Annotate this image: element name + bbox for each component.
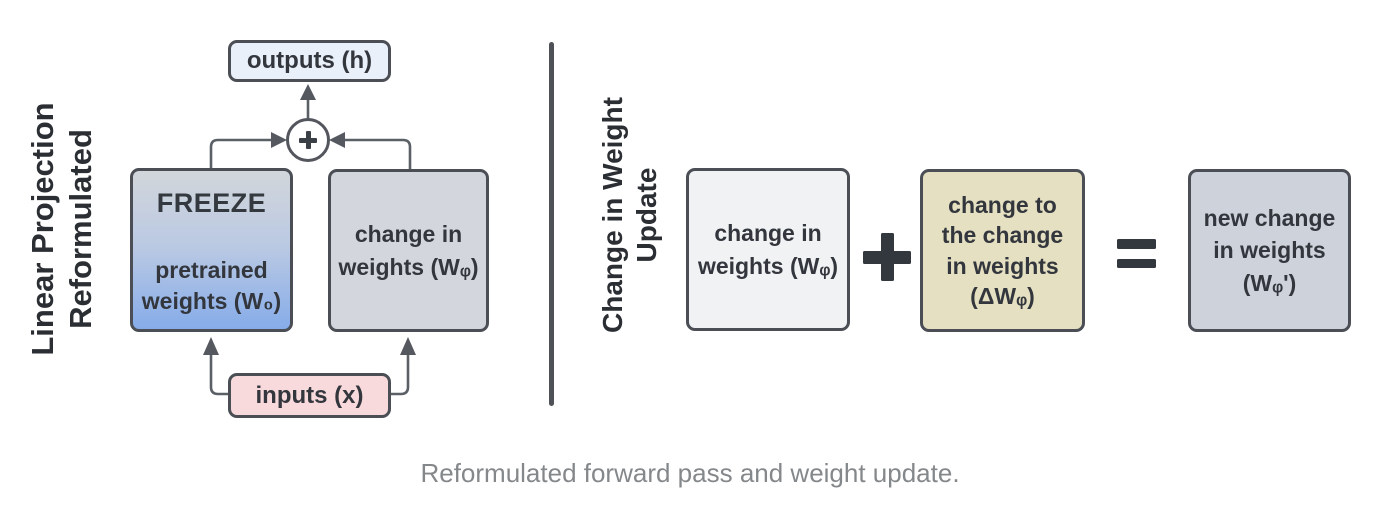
plus-icon bbox=[306, 131, 311, 149]
outputs-box: outputs (h) bbox=[228, 40, 391, 82]
arrow-freeze-to-sum-line bbox=[209, 138, 271, 168]
inputs-label: inputs (x) bbox=[255, 381, 364, 409]
panel-divider bbox=[549, 42, 554, 406]
new-change-label: new change in weights (Wᵩ') bbox=[1203, 205, 1336, 296]
freeze-label: FREEZE bbox=[156, 188, 267, 218]
change-in-weights-term-label: change in weights (Wᵩ) bbox=[697, 220, 839, 279]
pretrained-weights-box: FREEZE pretrained weights (W₀) bbox=[130, 168, 293, 332]
equals-icon bbox=[1117, 258, 1156, 268]
change-in-weights-box: change in weights (Wᵩ) bbox=[328, 169, 489, 332]
right-panel-title: Change in Weight Update bbox=[597, 97, 663, 333]
equals-operator-icon bbox=[1117, 239, 1156, 268]
arrowhead-right-sum bbox=[271, 132, 287, 148]
change-to-change-box: change to the change in weights (ΔWᵩ) bbox=[920, 169, 1085, 332]
plus-icon bbox=[880, 233, 894, 281]
plus-operator-icon bbox=[863, 233, 911, 281]
arrow-inputs-to-change-line bbox=[390, 354, 410, 396]
pretrained-weights-label: pretrained weights (W₀) bbox=[141, 256, 282, 314]
figure-caption: Reformulated forward pass and weight upd… bbox=[420, 458, 960, 488]
arrow-change-to-sum-line bbox=[345, 138, 412, 170]
new-change-box: new change in weights (Wᵩ') bbox=[1188, 169, 1351, 332]
arrowhead-up-change bbox=[400, 337, 416, 355]
change-to-change-label: change to the change in weights (ΔWᵩ) bbox=[941, 191, 1064, 309]
sum-node bbox=[286, 118, 330, 162]
arrowhead-up-freeze bbox=[203, 337, 219, 355]
arrowhead-up-outputs bbox=[300, 84, 316, 100]
arrow-inputs-to-freeze-line bbox=[209, 354, 229, 396]
inputs-box: inputs (x) bbox=[228, 373, 391, 418]
outputs-label: outputs (h) bbox=[246, 47, 373, 74]
change-in-weights-label: change in weights (Wᵩ) bbox=[338, 221, 479, 280]
left-panel-title: Linear Projection Reformulated bbox=[25, 102, 98, 356]
equals-icon bbox=[1117, 239, 1156, 249]
change-in-weights-term-box: change in weights (Wᵩ) bbox=[686, 168, 850, 331]
arrowhead-left-sum bbox=[329, 132, 345, 148]
